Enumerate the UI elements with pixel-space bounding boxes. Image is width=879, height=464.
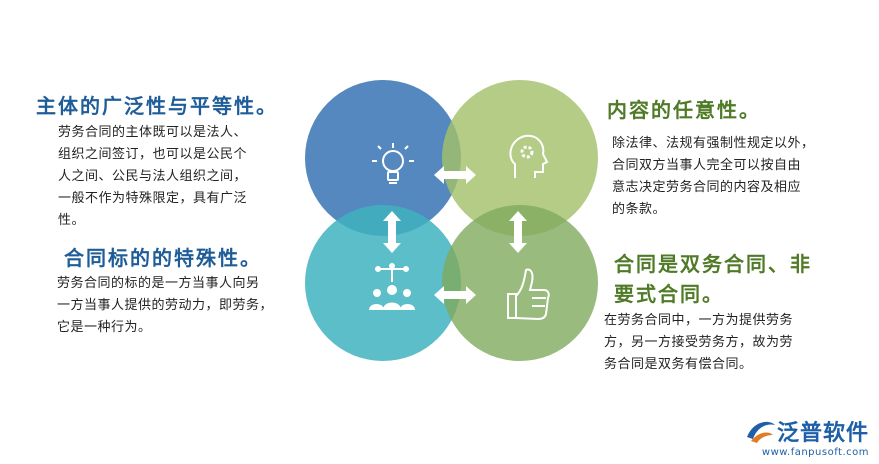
logo-url: www.fanpusoft.com	[761, 447, 869, 458]
text-line: 务合同是双务有偿合同。	[604, 357, 753, 372]
text-line: 合同双方当事人完全可以按自由	[612, 158, 802, 173]
text-bottom-left: 劳务合同的标的是一方当事人向另 一方当事人提供的劳动力，即劳务， 它是一种行为。	[57, 273, 273, 339]
lightbulb-icon	[372, 143, 414, 184]
text-line: 劳务合同的主体既可以是法人、	[58, 125, 248, 140]
text-top-left: 劳务合同的主体既可以是法人、 组织之间签订，也可以是公民个 人之间、公民与法人组…	[58, 122, 247, 232]
head-gear-icon	[509, 134, 549, 178]
text-line: 它是一种行为。	[57, 320, 152, 335]
text-line: 的条款。	[612, 202, 667, 217]
circle-bottom-right	[442, 205, 598, 361]
logo-name: 泛普软件	[776, 421, 869, 446]
vertical-double-arrow-icon	[383, 211, 401, 253]
heading-line: 要式合同。	[614, 282, 724, 306]
text-top-right: 除法律、法规有强制性规定以外， 合同双方当事人完全可以按自由 意志决定劳务合同的…	[612, 133, 815, 221]
heading-bottom-right: 合同是双务合同、非 要式合同。	[614, 249, 812, 309]
text-line: 性。	[58, 213, 86, 228]
text-line: 一般不作为特殊限定，具有广泛	[58, 191, 248, 206]
heading-bottom-left: 合同标的的特殊性。	[64, 246, 262, 270]
text-line: 方，另一方接受劳务方，故为劳	[604, 335, 794, 350]
team-icon	[369, 263, 415, 310]
text-line: 人之间、公民与法人组织之间，	[58, 169, 248, 184]
brand-logo: 泛普软件 www.fanpusoft.com	[743, 415, 869, 458]
text-line: 意志决定劳务合同的内容及相应	[612, 180, 802, 195]
circle-bottom-left	[305, 205, 461, 361]
horizontal-double-arrow-icon	[434, 166, 476, 184]
horizontal-double-arrow-icon	[434, 286, 476, 304]
text-bottom-right: 在劳务合同中，一方为提供劳务 方，另一方接受劳务方，故为劳 务合同是双务有偿合同…	[604, 310, 793, 376]
heading-top-right: 内容的任意性。	[607, 98, 761, 122]
text-line: 组织之间签订，也可以是公民个	[58, 147, 248, 162]
heading-top-left: 主体的广泛性与平等性。	[36, 94, 278, 118]
text-line: 劳务合同的标的是一方当事人向另	[57, 276, 260, 291]
circle-top-right	[442, 80, 598, 236]
thumbs-up-icon	[507, 268, 550, 321]
heading-line: 合同是双务合同、非	[614, 252, 812, 276]
logo-mark-icon	[746, 421, 775, 443]
text-line: 一方当事人提供的劳动力，即劳务，	[57, 298, 274, 313]
vertical-double-arrow-icon	[509, 211, 527, 253]
text-line: 在劳务合同中，一方为提供劳务	[604, 313, 794, 328]
text-line: 除法律、法规有强制性规定以外，	[612, 136, 815, 151]
